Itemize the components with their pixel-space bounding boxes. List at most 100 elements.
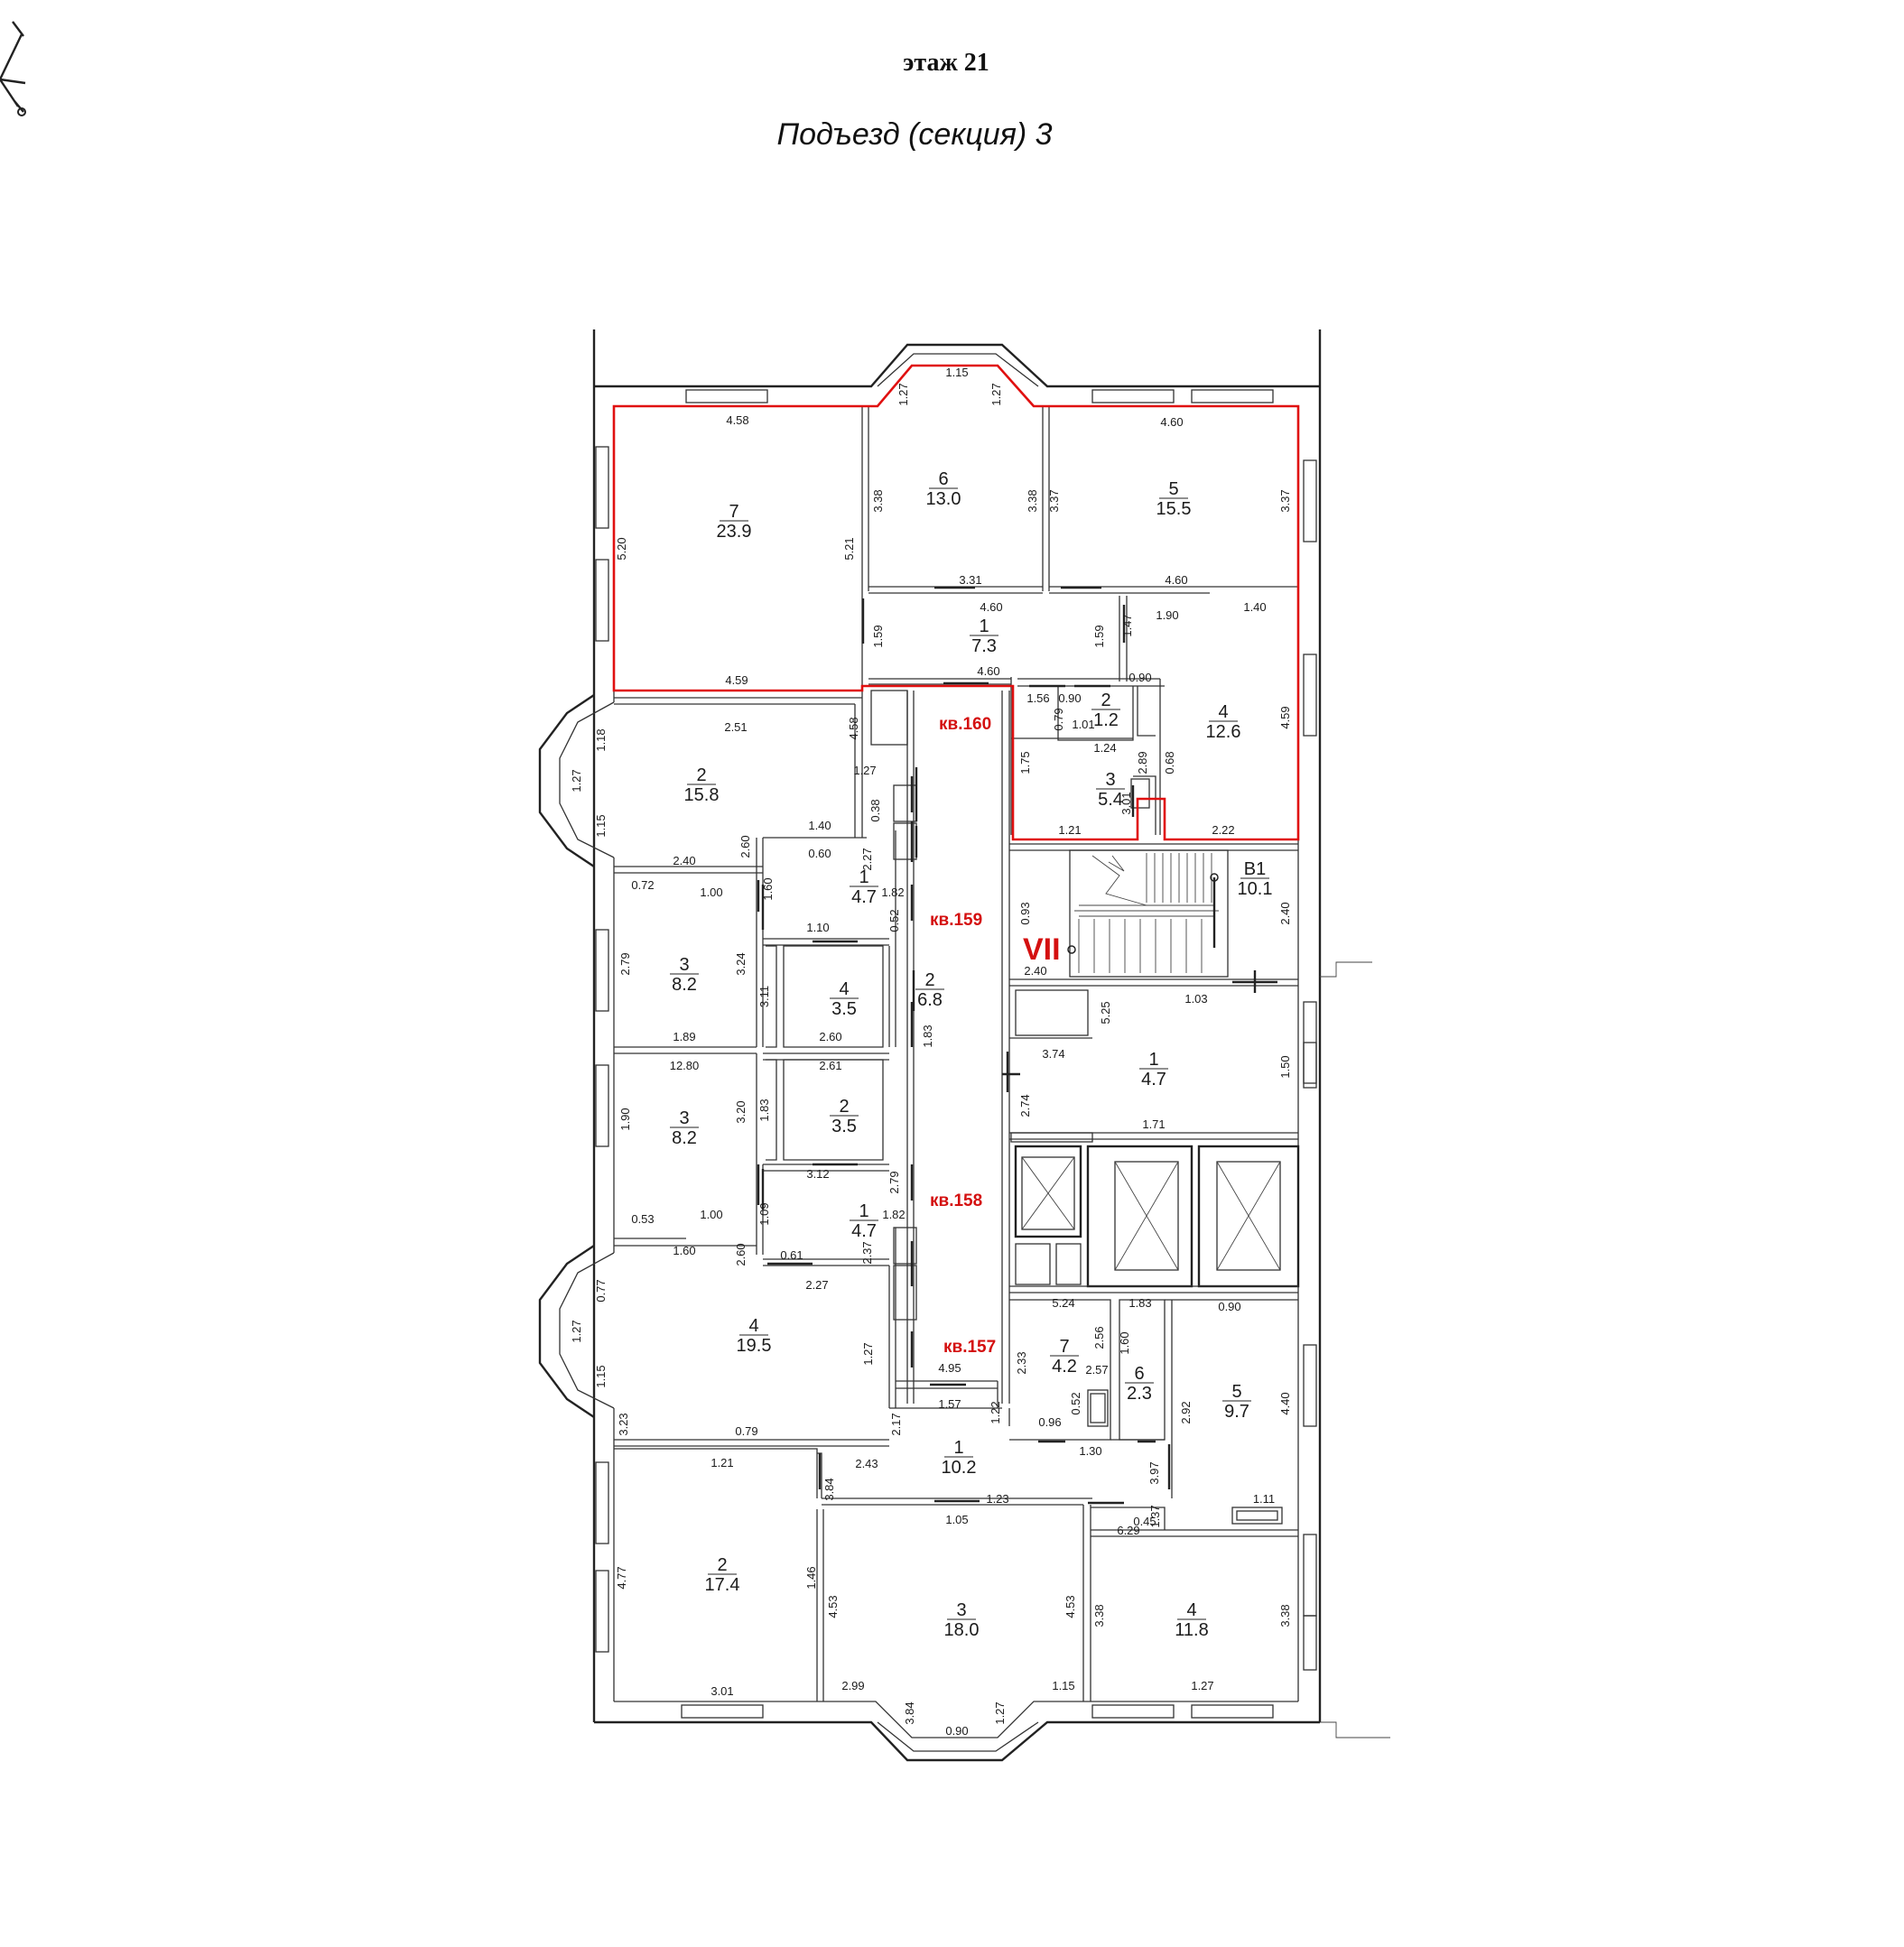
dimension-label: 2.43 <box>855 1457 878 1470</box>
dimension-label: 1.27 <box>989 383 1003 405</box>
dimension-label: 4.40 <box>1278 1392 1292 1414</box>
dimension-label: 1.15 <box>945 366 968 379</box>
room-number: 2 <box>924 970 934 990</box>
dimension-label: 3.24 <box>734 952 748 975</box>
doors <box>757 586 1277 1505</box>
dimension-label: 1.27 <box>1191 1679 1213 1692</box>
dimension-label: 3.37 <box>1278 489 1292 512</box>
dimension-label: 1.18 <box>594 728 608 751</box>
dimension-label: 1.71 <box>1142 1117 1165 1131</box>
dimension-label: 0.52 <box>1069 1392 1082 1414</box>
dimension-label: 3.37 <box>1047 489 1061 512</box>
room-area: 8.2 <box>672 975 697 995</box>
dimension-label: 4.58 <box>847 717 860 739</box>
dimension-label: 5.25 <box>1099 1001 1112 1024</box>
room-area: 5.4 <box>1098 790 1123 810</box>
room-area: 19.5 <box>737 1336 772 1356</box>
room-area: 1.2 <box>1093 710 1119 730</box>
dimension-label: 1.40 <box>1243 600 1266 614</box>
dimension-label: 3.01 <box>711 1684 733 1698</box>
room-area: 6.8 <box>917 990 943 1010</box>
room-area: 11.8 <box>1175 1620 1208 1640</box>
dimension-label: 2.51 <box>724 720 747 734</box>
dimension-label: 3.38 <box>1092 1604 1106 1627</box>
room-area: 12.6 <box>1206 722 1241 742</box>
room-area: 9.7 <box>1224 1402 1249 1422</box>
room-area: 7.3 <box>971 636 997 656</box>
dimension-label: 4.95 <box>938 1361 961 1375</box>
room-number: 4 <box>748 1316 758 1336</box>
dimension-label: 1.09 <box>757 1202 771 1225</box>
dimension-label: 1.27 <box>853 764 876 777</box>
dimension-label: 0.90 <box>1058 691 1081 705</box>
dimension-label: 0.38 <box>868 799 882 821</box>
dimension-label: 1.30 <box>1079 1444 1101 1458</box>
dimension-label: 12.80 <box>670 1059 700 1072</box>
room-number: 3 <box>679 1108 689 1128</box>
dimension-label: 2.22 <box>1212 823 1234 837</box>
apartment-label-157: кв.157 <box>943 1338 996 1357</box>
room-number: 3 <box>679 955 689 975</box>
room-area: 3.5 <box>831 999 857 1019</box>
dimension-label: 1.27 <box>570 1320 583 1342</box>
section-title: Подъезд (секция) 3 <box>776 117 1052 152</box>
room-number: 4 <box>1186 1600 1196 1620</box>
room-number: 1 <box>979 617 989 636</box>
dimension-label: 2.40 <box>1024 964 1046 978</box>
dimension-label: 1.03 <box>1184 992 1207 1006</box>
dimension-label: 1.60 <box>1118 1331 1131 1354</box>
room-area: 17.4 <box>705 1575 740 1595</box>
dimension-label: 3.01 <box>1119 792 1133 814</box>
elevator-shafts <box>1009 1145 1300 1293</box>
dimension-label: 1.27 <box>896 383 910 405</box>
dimension-label: 1.22 <box>989 1401 1002 1423</box>
dimension-label: 1.60 <box>761 877 775 900</box>
room-number: 1 <box>1148 1050 1158 1070</box>
room-number: 1 <box>859 1201 868 1221</box>
room-area: 15.5 <box>1156 499 1192 519</box>
room-number: 4 <box>1218 702 1228 722</box>
room-area: 3.5 <box>831 1117 857 1136</box>
room-area: 4.7 <box>1141 1070 1166 1089</box>
dimension-label: 1.90 <box>618 1108 632 1130</box>
room-number: 7 <box>729 502 738 522</box>
dimension-label: 3.84 <box>903 1701 916 1724</box>
dimension-label: 0.79 <box>735 1424 757 1438</box>
dimension-label: 1.47 <box>1120 614 1134 636</box>
dimension-label: 0.90 <box>1128 671 1151 684</box>
dimension-label: 2.57 <box>1085 1363 1108 1377</box>
dimension-label: 3.11 <box>757 986 771 1007</box>
room-area: 15.8 <box>684 785 720 805</box>
dimension-label: 1.23 <box>986 1492 1008 1506</box>
room-area: 4.7 <box>851 887 877 907</box>
dimension-label: 3.97 <box>1147 1461 1161 1484</box>
dimension-label: 3.12 <box>806 1167 829 1181</box>
dimension-label: 0.72 <box>631 878 654 892</box>
building-outline <box>538 329 1390 1762</box>
windows <box>595 389 1317 1719</box>
dimension-label: 2.61 <box>819 1059 841 1072</box>
dimension-label: 0.52 <box>887 909 901 932</box>
dimension-label: 2.89 <box>1136 751 1149 774</box>
room-area: 4.7 <box>851 1221 877 1241</box>
apartment-160-outline <box>612 364 1300 841</box>
dimension-label: 1.83 <box>921 1024 934 1047</box>
dimension-label: 1.57 <box>938 1397 961 1411</box>
dimension-label: 2.40 <box>673 854 695 867</box>
dimension-label: 2.27 <box>805 1278 828 1292</box>
room-area: 13.0 <box>926 489 961 509</box>
room-number: 3 <box>1105 770 1115 790</box>
dimension-label: 2.60 <box>734 1243 748 1266</box>
north-arrow-icon <box>0 21 26 116</box>
dimension-label: 2.92 <box>1179 1401 1193 1423</box>
dimension-label: 4.53 <box>1063 1595 1077 1618</box>
dimension-label: 0.53 <box>631 1212 654 1226</box>
dimension-label: 0.79 <box>1052 708 1065 730</box>
dimension-label: 0.90 <box>1218 1300 1240 1313</box>
dimension-label: 3.31 <box>959 573 981 587</box>
dimension-label: 0.96 <box>1038 1415 1061 1429</box>
dimension-label: 5.24 <box>1052 1296 1074 1310</box>
room-number: 5 <box>1168 479 1178 499</box>
dimension-label: 2.74 <box>1018 1094 1032 1117</box>
apartment-label-159: кв.159 <box>930 911 982 930</box>
